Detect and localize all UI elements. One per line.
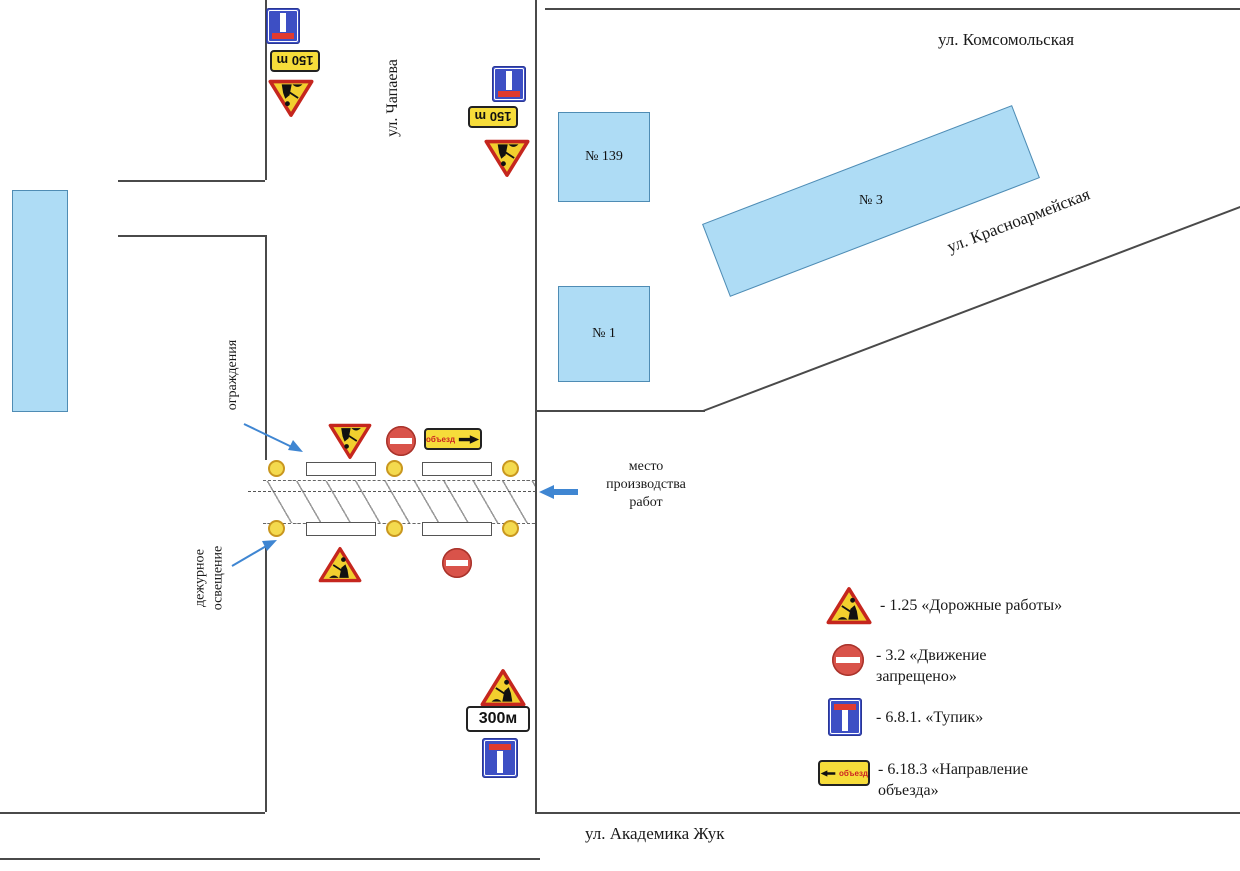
road-edge-komsomolskaya [545, 8, 1240, 10]
building-1: № 1 [558, 286, 650, 382]
road-edge-block-bottom [535, 410, 705, 412]
barrier-fence [306, 522, 376, 536]
road-edge-street-left-a [265, 0, 267, 180]
road-edge-side-street-top [118, 180, 265, 182]
dead-end-red-bar [488, 744, 512, 751]
road-edge-zhuk-bottom [0, 858, 540, 860]
dead-end-red-bar [834, 703, 856, 710]
road-edge-zhuk-top-right [535, 812, 1240, 814]
no-entry-sign-icon [386, 426, 416, 456]
warning-lamp-icon [268, 460, 285, 477]
road-edge-zhuk-top-left [0, 812, 265, 814]
distance-300m-plate: 300м [466, 706, 530, 732]
callout-label-work-site: место производства работ [606, 459, 686, 511]
building-139-label: № 139 [585, 149, 623, 164]
legend-dead-end-sign-icon [828, 698, 862, 736]
warning-lamp-icon [502, 460, 519, 477]
legend-item-roadworks-label: - 1.25 «Дорожные работы» [880, 597, 1063, 614]
dead-end-sign-icon [266, 8, 300, 44]
dead-end-frame [484, 740, 516, 776]
warning-lamp-icon [386, 520, 403, 537]
roadworks-sign-icon [480, 668, 526, 708]
building-left-block [12, 190, 68, 412]
no-entry-sign-icon [442, 548, 472, 578]
legend-no-entry-sign-icon [832, 644, 864, 676]
dead-end-red-bar [498, 90, 520, 97]
dead-end-sign-icon [492, 66, 526, 102]
detour-arrow-left-icon [820, 769, 836, 777]
road-edge-street-left-c [265, 545, 267, 812]
legend-roadworks-sign-icon [826, 586, 872, 626]
street-label-akademika-zhuk: ул. Академика Жук [585, 824, 725, 843]
callout-label-duty-lighting: дежурное освещение [192, 545, 226, 611]
road-edge-street-right [535, 0, 537, 812]
road-edge-street-left-b [265, 235, 267, 460]
distance-150m-text: 150 m [276, 53, 314, 69]
detour-sign-icon: объезд [424, 428, 482, 450]
detour-text: объезд [426, 434, 456, 444]
callout-arrow-worksite [539, 485, 578, 499]
barrier-fence [422, 522, 492, 536]
work-zone-hatch [263, 480, 535, 524]
barrier-fence [306, 462, 376, 476]
dead-end-stem [280, 12, 286, 33]
building-139: № 139 [558, 112, 650, 202]
legend-item-no-entry-label: - 3.2 «Движение запрещено» [876, 647, 987, 685]
road-edge-side-street-bottom [118, 235, 265, 237]
building-3: № 3 [702, 105, 1040, 297]
legend-detour-sign-icon: объезд [818, 760, 870, 786]
dead-end-red-bar [272, 32, 294, 39]
distance-150m-plate: 150 m [270, 50, 320, 72]
building-3-label: № 3 [859, 193, 883, 209]
detour-text: объезд [838, 768, 868, 778]
distance-150m-plate: 150 m [468, 106, 518, 128]
roadworks-sign-icon [328, 422, 372, 460]
dead-end-frame [830, 700, 860, 734]
roadworks-sign-icon [268, 78, 314, 118]
warning-lamp-icon [502, 520, 519, 537]
callout-label-fences: ограждения [225, 339, 240, 411]
roadworks-sign-icon [318, 546, 362, 584]
building-1-label: № 1 [592, 326, 616, 341]
legend-item-dead-end-label: - 6.8.1. «Тупик» [876, 709, 984, 726]
distance-300m-text: 300м [478, 710, 518, 727]
callout-arrow-lighting [231, 540, 277, 567]
street-label-chapaeva: ул. Чапаева [384, 59, 401, 137]
callout-arrow-fences [243, 423, 303, 452]
detour-arrow-right-icon [458, 434, 480, 444]
dead-end-sign-icon [482, 738, 518, 778]
distance-150m-text: 150 m [474, 109, 512, 125]
dead-end-stem [842, 710, 848, 732]
warning-lamp-icon [268, 520, 285, 537]
legend-item-detour-label: - 6.18.3 «Направление объезда» [878, 761, 1029, 799]
dead-end-stem [506, 70, 512, 91]
warning-lamp-icon [386, 460, 403, 477]
work-zone-dashed-line [248, 491, 536, 492]
barrier-fence [422, 462, 492, 476]
street-label-komsomolskaya: ул. Комсомольская [938, 30, 1075, 49]
roadworks-sign-icon [484, 138, 530, 178]
dead-end-stem [497, 750, 503, 773]
